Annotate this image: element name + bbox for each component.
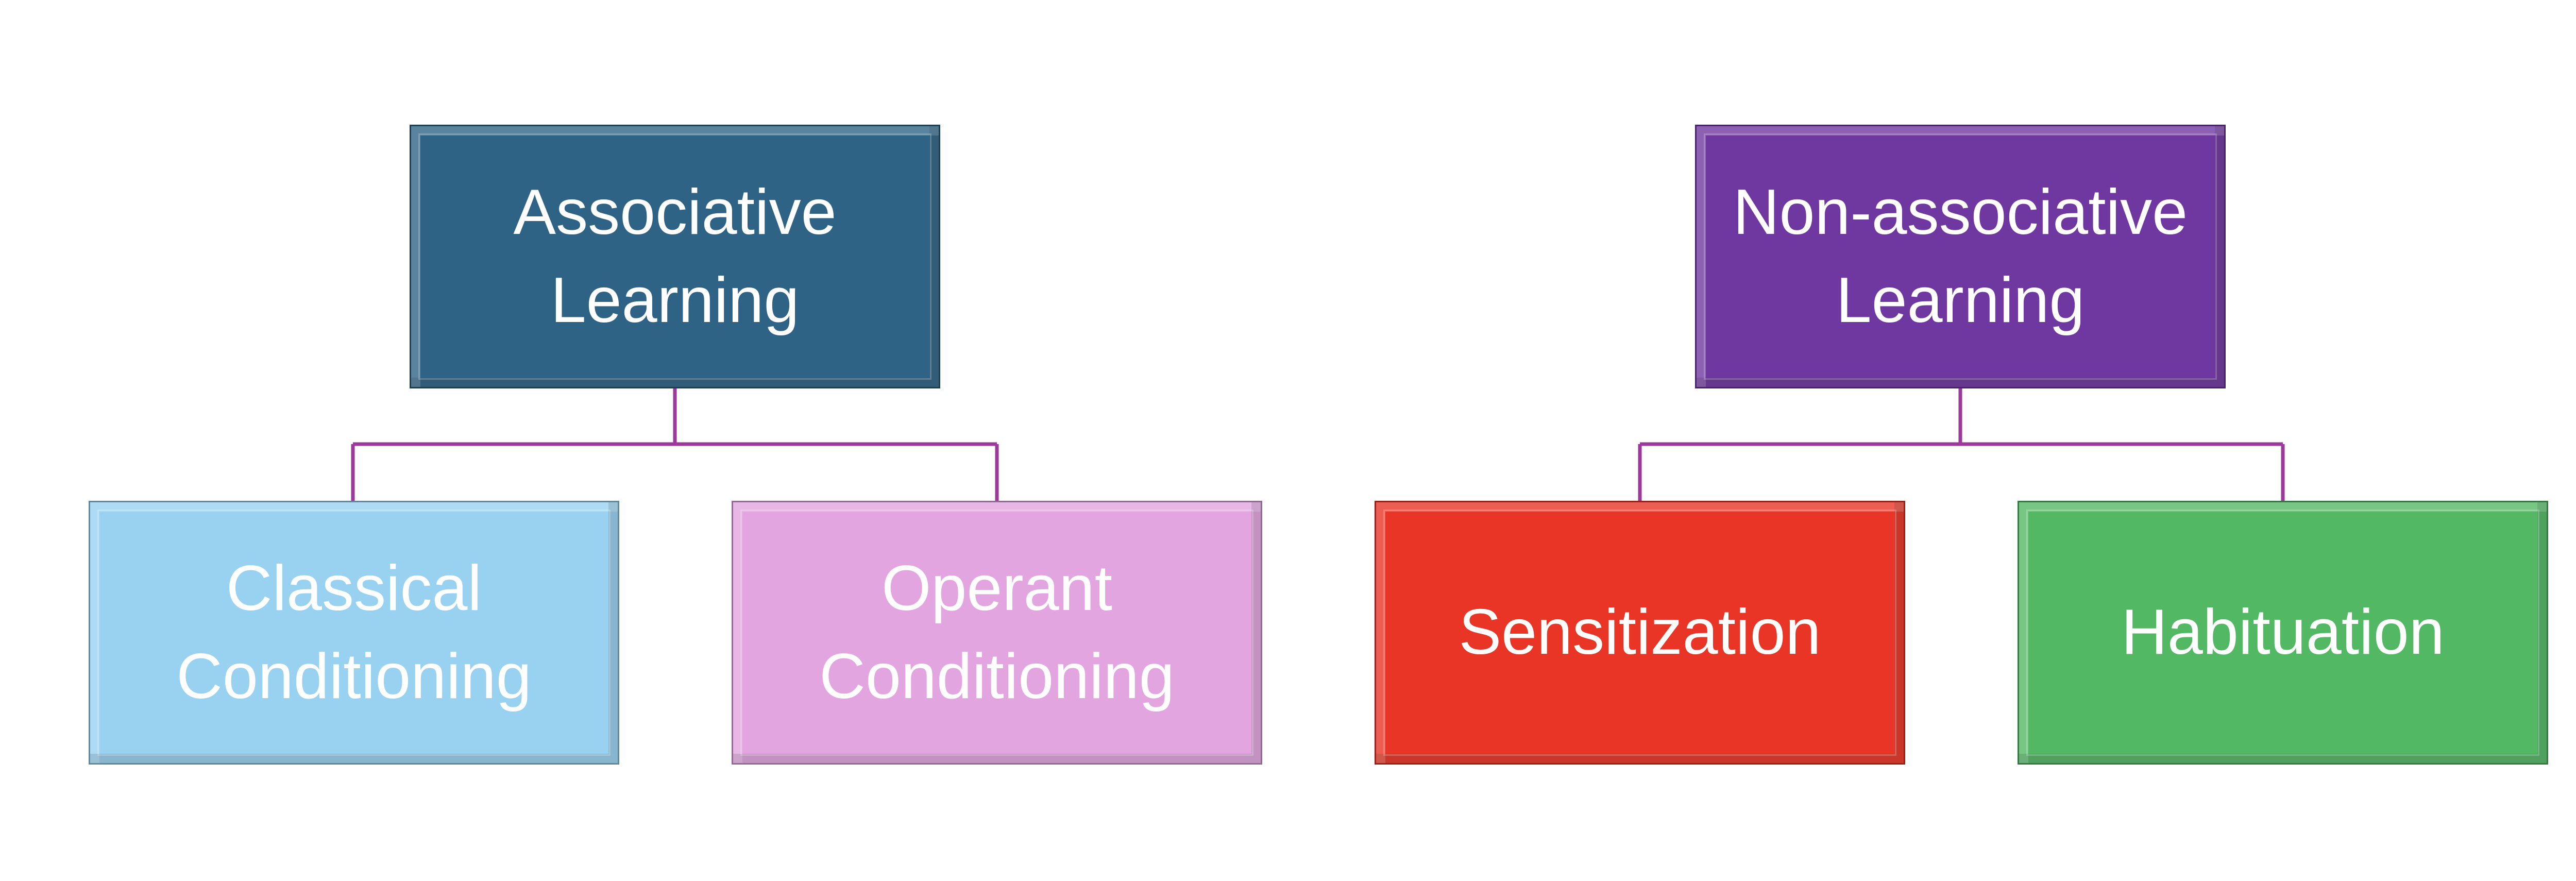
non-associative-learning-line2: Learning bbox=[1836, 265, 2085, 336]
operant-conditioning-label: Operant Conditioning bbox=[819, 545, 1174, 721]
associative-learning-line1: Associative bbox=[513, 176, 837, 248]
operant-conditioning-line2: Conditioning bbox=[819, 641, 1175, 712]
operant-conditioning-line1: Operant bbox=[881, 552, 1113, 624]
associative-learning-line2: Learning bbox=[550, 265, 800, 336]
habituation-box: Habituation bbox=[2018, 501, 2548, 765]
associative-learning-box: Associative Learning bbox=[410, 125, 940, 388]
classical-conditioning-label: Classical Conditioning bbox=[176, 545, 531, 721]
classical-conditioning-box: Classical Conditioning bbox=[89, 501, 619, 765]
habituation-label: Habituation bbox=[2121, 597, 2445, 668]
non-associative-learning-line1: Non-associative bbox=[1733, 176, 2188, 248]
non-associative-learning-box: Non-associative Learning bbox=[1695, 125, 2226, 388]
operant-conditioning-box: Operant Conditioning bbox=[732, 501, 1262, 765]
associative-learning-label: Associative Learning bbox=[513, 168, 836, 345]
sensitization-box: Sensitization bbox=[1375, 501, 1905, 765]
connector-associative bbox=[351, 388, 999, 501]
sensitization-label: Sensitization bbox=[1459, 597, 1821, 668]
connector-non-associative bbox=[1638, 388, 2285, 501]
classical-conditioning-line1: Classical bbox=[226, 552, 482, 624]
non-associative-learning-label: Non-associative Learning bbox=[1733, 168, 2188, 345]
classical-conditioning-line2: Conditioning bbox=[176, 641, 532, 712]
